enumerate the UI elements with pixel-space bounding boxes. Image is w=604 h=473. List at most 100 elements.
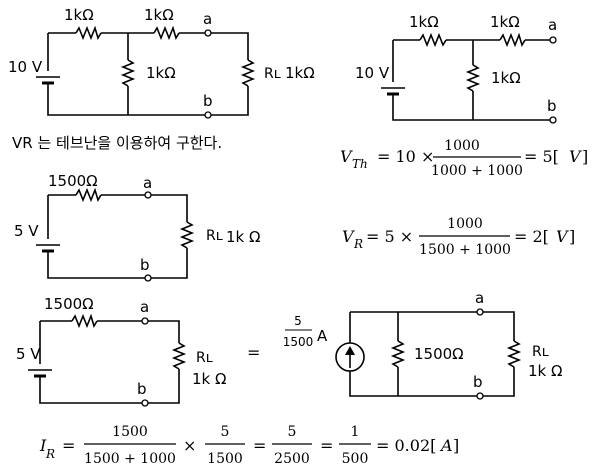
- c5-source-denominator: 1500: [283, 335, 314, 349]
- equivalence-sign: =: [247, 343, 260, 362]
- c3-rl-value: 1k Ω: [226, 228, 260, 246]
- c1-resistor-r1: [75, 25, 102, 41]
- circuit-2: 1kΩ 1kΩ 1kΩ 10 V a b: [355, 13, 557, 124]
- c5-r-label: 1500Ω: [414, 345, 464, 363]
- vr-lhs-sub: R: [353, 237, 363, 251]
- c4-r-label: 1500Ω: [44, 295, 94, 313]
- c3-wires: [47, 194, 188, 279]
- vth-denominator: 1000 + 1000: [431, 163, 523, 179]
- c1-r1-label: 1kΩ: [64, 6, 94, 24]
- c1-resistor-rl: [240, 59, 256, 87]
- vr-numerator: 1000: [447, 216, 483, 232]
- equation-ir: I R = 1500 1500 + 1000 × 5 1500 = 5 2500…: [39, 424, 459, 467]
- vr-lhs: V: [342, 227, 355, 246]
- ir-eq3: =: [320, 436, 333, 455]
- ir-eq2: =: [253, 436, 266, 455]
- ir-close: ]: [453, 436, 459, 455]
- c4-resistor-r: [71, 313, 98, 329]
- vth-rhs: = 5[: [524, 147, 559, 166]
- c1-terminal-b: [204, 111, 212, 119]
- c4-rl-value: 1k Ω: [192, 370, 226, 388]
- c2-terminal-a: [549, 36, 557, 44]
- c3-node-b: b: [140, 256, 150, 274]
- ir-lhs: I: [39, 436, 47, 455]
- c4-rl-label: Rʟ: [196, 350, 213, 366]
- c1-rl-value: 1kΩ: [285, 64, 315, 82]
- c5-rl-value: 1k Ω: [528, 362, 562, 380]
- c1-wires: [47, 32, 249, 116]
- circuit-3: 1500Ω Rʟ 1k Ω 5 V a b: [14, 172, 260, 282]
- c2-r3-label: 1kΩ: [491, 69, 521, 87]
- c5-resistor-r: [390, 340, 406, 368]
- ir-lhs-sub: R: [45, 447, 55, 461]
- c5-node-a: a: [475, 289, 484, 307]
- ir-f2-denominator: 1500: [207, 451, 243, 467]
- c2-node-a: a: [548, 16, 557, 34]
- ir-f3-denominator: 2500: [274, 451, 310, 467]
- vth-lhs-sub: Th: [352, 157, 368, 171]
- ir-f1-numerator: 1500: [112, 424, 148, 440]
- circuit-1: 1kΩ 1kΩ 1kΩ Rʟ 1kΩ 10 V a b: [8, 6, 315, 119]
- vr-close: ]: [569, 227, 575, 246]
- c1-resistor-r2: [153, 25, 180, 41]
- c5-wires: [349, 311, 515, 397]
- ir-f1-denominator: 1500 + 1000: [84, 451, 176, 467]
- c5-source-unit: A: [317, 327, 328, 345]
- c3-source-label: 5 V: [14, 222, 39, 240]
- circuit-4: 1500Ω Rʟ 1k Ω 5 V a b: [16, 295, 226, 407]
- c5-terminal-b: [476, 392, 484, 400]
- c5-resistor-rl: [506, 340, 522, 368]
- c2-node-b: b: [547, 97, 557, 115]
- c5-rl-label: Rʟ: [532, 344, 549, 360]
- c2-source-label: 10 V: [355, 64, 390, 82]
- ir-f4-denominator: 500: [342, 451, 369, 467]
- c1-r2-label: 1kΩ: [144, 6, 174, 24]
- c4-terminal-b: [141, 399, 149, 407]
- vth-lhs: V: [340, 147, 353, 166]
- c2-resistor-r1: [419, 32, 447, 48]
- c5-source-numerator: 5: [294, 314, 302, 328]
- note-text: 는 테브난을 이용하여 구한다.: [33, 134, 222, 152]
- vth-numerator: 1000: [444, 138, 480, 154]
- c1-source-label: 10 V: [8, 58, 43, 76]
- ir-eq: =: [62, 436, 75, 455]
- c5-up-arrow-icon: [345, 346, 355, 355]
- c1-r3-label: 1kΩ: [146, 64, 176, 82]
- vr-denominator: 1500 + 1000: [419, 242, 511, 258]
- ir-f3-numerator: 5: [288, 424, 297, 440]
- c3-r-label: 1500Ω: [48, 172, 98, 190]
- thevenin-note: VR 는 테브난을 이용하여 구한다.: [12, 134, 222, 152]
- vth-eq1: = 10 ×: [377, 147, 434, 166]
- equation-vr: V R = 5 × 1000 1500 + 1000 = 2[ V ]: [342, 216, 575, 258]
- c1-rl-label: Rʟ: [264, 66, 281, 82]
- c1-node-b: b: [203, 92, 213, 110]
- ir-unit: A: [439, 436, 453, 455]
- ir-f2-numerator: 5: [221, 424, 230, 440]
- c3-terminal-a: [144, 191, 152, 199]
- equation-vth: V Th = 10 × 1000 1000 + 1000 = 5[ V ]: [340, 138, 588, 179]
- circuit-5: 5 1500 A 1500Ω Rʟ 1k Ω a b: [283, 289, 562, 400]
- c4-resistor-rl: [171, 342, 187, 370]
- vr-unit: V: [556, 227, 569, 246]
- c4-terminal-a: [141, 317, 149, 325]
- vr-rhs: = 2[: [514, 227, 549, 246]
- c1-resistor-r3: [120, 59, 136, 87]
- c2-resistor-r2: [499, 32, 526, 48]
- c2-wires: [392, 39, 553, 121]
- c5-terminal-a: [476, 308, 484, 316]
- note-vr-label: VR: [12, 134, 33, 152]
- c3-resistor-rl: [179, 221, 195, 249]
- c4-node-b: b: [137, 380, 147, 398]
- c3-rl-label: Rʟ: [206, 228, 223, 244]
- ir-f4-numerator: 1: [351, 424, 360, 440]
- c4-node-a: a: [140, 298, 149, 316]
- c3-terminal-b: [144, 274, 152, 282]
- vr-eq1: = 5 ×: [366, 227, 413, 246]
- c2-resistor-r3: [465, 64, 481, 92]
- c2-r1-label: 1kΩ: [409, 13, 439, 31]
- c4-source-label: 5 V: [16, 345, 41, 363]
- c1-node-a: a: [203, 10, 212, 28]
- c2-terminal-b: [549, 116, 557, 124]
- c3-node-a: a: [143, 174, 152, 192]
